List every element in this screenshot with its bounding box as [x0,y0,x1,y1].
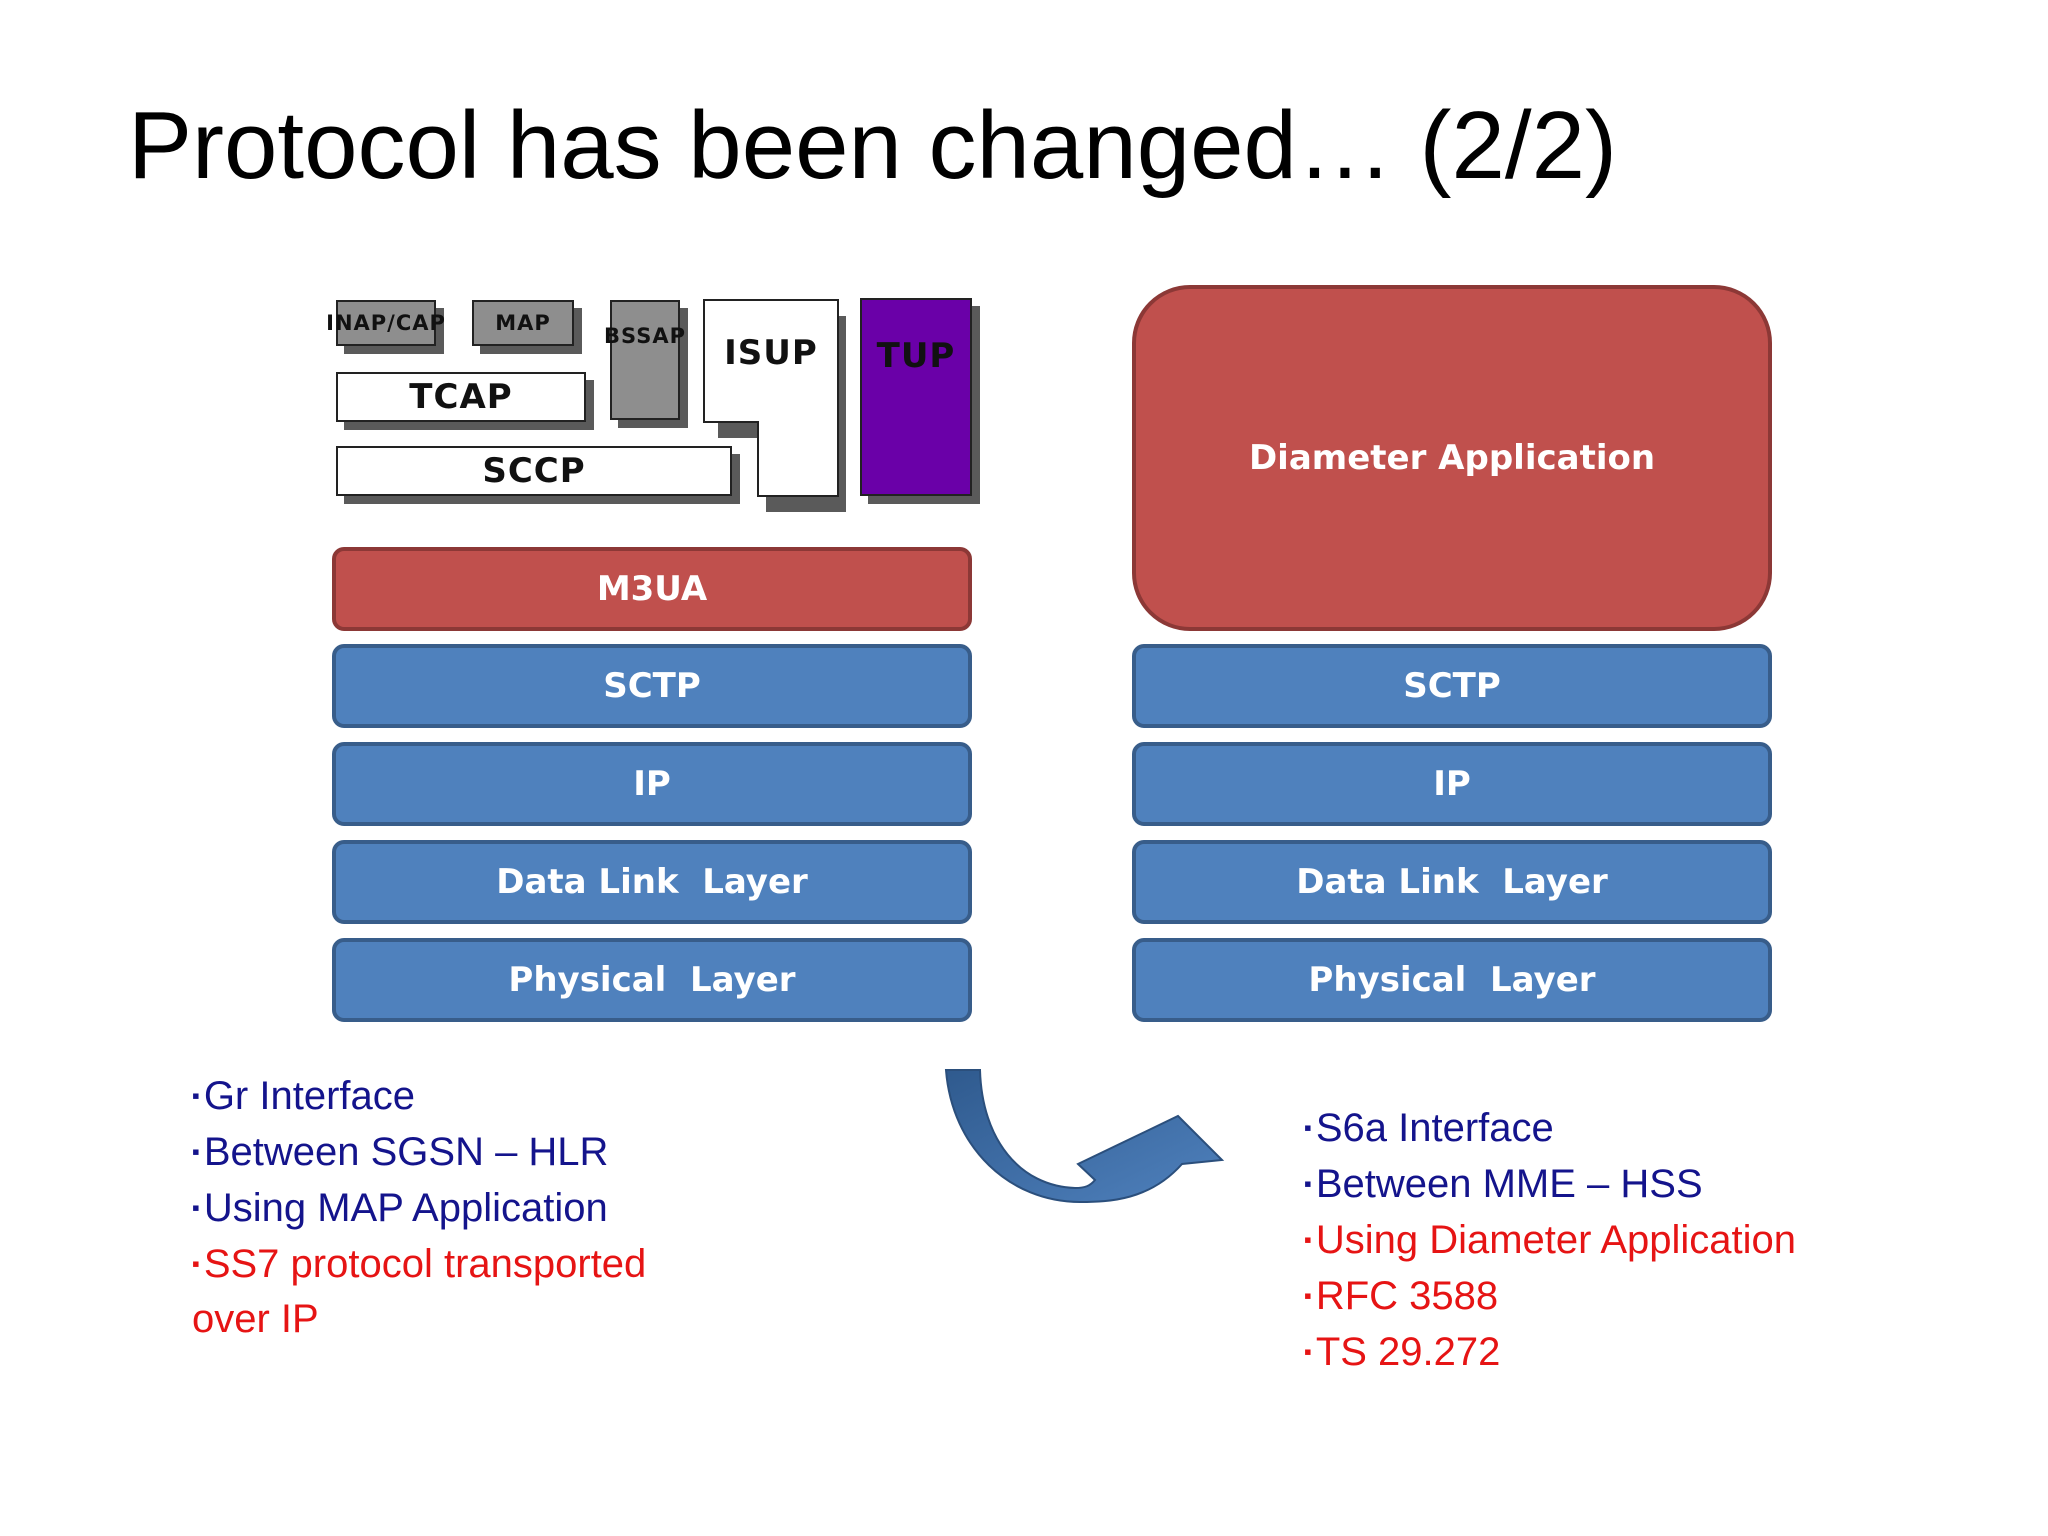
bullet-icon: ▪ [1304,1115,1312,1140]
bullet-icon: ▪ [1304,1283,1312,1308]
list-item: ▪RFC 3588 [1304,1274,1499,1318]
bullet-icon: ▪ [1304,1339,1312,1364]
bullet-icon: ▪ [192,1251,200,1276]
right-layer-physical: Physical Layer [1132,938,1772,1022]
tup-label: TUP [876,336,956,376]
map-label: MAP [495,311,551,335]
sccp-label: SCCP [482,451,586,491]
diameter-application-block: Diameter Application [1132,285,1772,631]
list-item: ▪Between MME – HSS [1304,1162,1703,1206]
sccp-block: SCCP [336,446,732,496]
tup-block: TUP [860,298,972,496]
bssap-block: BSSAP [604,300,685,420]
list-item: ▪SS7 protocol transported [192,1242,647,1286]
left-layer-m3ua: M3UA [332,547,972,631]
right-notes-list: ▪S6a Interface ▪Between MME – HSS ▪Using… [1304,1100,1904,1380]
left-layer-label: M3UA [596,569,708,609]
left-layer-ip: IP [332,742,972,826]
isup-label: ISUP [724,333,818,373]
list-item: ▪Gr Interface [192,1074,416,1118]
right-layer-label: Physical Layer [1308,960,1596,1000]
bullet-icon: ▪ [192,1195,200,1220]
map-block: MAP [472,300,574,346]
isup-block [703,299,846,512]
left-layer-physical: Physical Layer [332,938,972,1022]
right-layer-data-link: Data Link Layer [1132,840,1772,924]
list-item: ▪Between SGSN – HLR [192,1130,609,1174]
bullet-icon: ▪ [1304,1227,1312,1252]
right-layer-ip: IP [1132,742,1772,826]
left-notes-list: ▪Gr Interface ▪Between SGSN – HLR ▪Using… [192,1068,752,1347]
bullet-icon: ▪ [1304,1171,1312,1196]
inap-cap-block: INAP/CAP [326,300,445,346]
curved-arrow-right-icon [944,1069,1225,1204]
left-layer-label: Data Link Layer [496,862,808,902]
left-layer-data-link: Data Link Layer [332,840,972,924]
right-layer-label: SCTP [1403,666,1501,706]
list-item: ▪S6a Interface [1304,1106,1554,1150]
tcap-block: TCAP [336,372,586,422]
list-item: ▪Using MAP Application [192,1186,608,1230]
list-item: over IP [192,1297,319,1341]
list-item: ▪Using Diameter Application [1304,1218,1797,1262]
slide-title: Protocol has been changed… (2/2) [128,92,1617,199]
right-layer-label: IP [1433,764,1471,804]
bssap-label: BSSAP [604,324,686,348]
right-layer-label: Data Link Layer [1296,862,1608,902]
diameter-application-label: Diameter Application [1248,438,1656,478]
left-layer-label: SCTP [603,666,701,706]
left-layer-label: IP [633,764,671,804]
left-layer-sctp: SCTP [332,644,972,728]
bullet-icon: ▪ [192,1083,200,1108]
bullet-icon: ▪ [192,1139,200,1164]
inap-cap-label: INAP/CAP [326,311,446,335]
tcap-label: TCAP [409,377,513,417]
left-layer-label: Physical Layer [508,960,796,1000]
right-layer-sctp: SCTP [1132,644,1772,728]
list-item: ▪TS 29.272 [1304,1330,1501,1374]
